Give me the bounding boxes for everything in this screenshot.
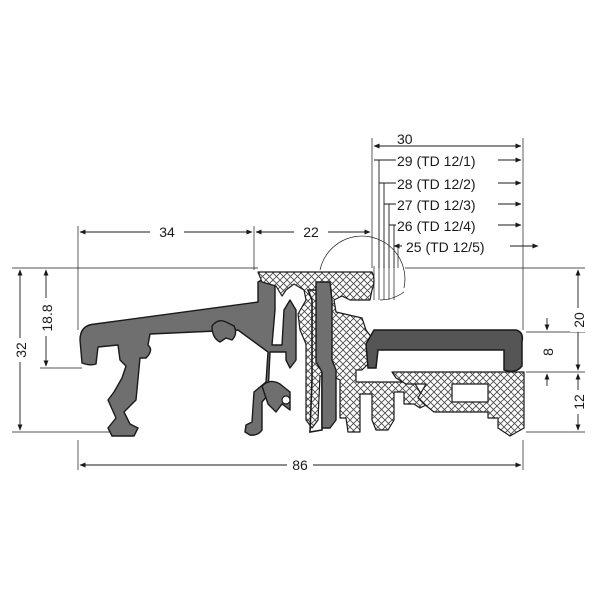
- cover-bar: [365, 329, 524, 373]
- dimension-labels: 34 22 30 29 (TD 12/1) 28 (TD 12/2) 27 (T…: [12, 131, 587, 474]
- dimension-30-label: 30: [397, 131, 413, 147]
- dimension-28-label: 28 (TD 12/2): [397, 176, 476, 192]
- dimension-18-8-label: 18.8: [39, 304, 55, 331]
- center-slim-profile: [315, 281, 337, 429]
- dimension-34-label: 34: [159, 224, 175, 240]
- detail-circle-arc: [319, 235, 406, 289]
- dimension-29-label: 29 (TD 12/1): [397, 153, 476, 169]
- center-web-profile: [261, 380, 291, 413]
- dimension-27-label: 27 (TD 12/3): [397, 197, 476, 213]
- detail-circle-arc-lower: [379, 291, 405, 301]
- dimension-25-label: 25 (TD 12/5): [406, 239, 485, 255]
- dimension-86-label: 86: [292, 457, 308, 473]
- left-frame-profile: [79, 278, 297, 437]
- dimension-12-label: 12: [571, 394, 587, 410]
- right-lower-gasket: [391, 371, 525, 437]
- dimension-26-label: 26 (TD 12/4): [397, 218, 476, 234]
- profile-body: [79, 235, 525, 437]
- left-clip-detail: [211, 319, 237, 343]
- center-small-circle: [281, 395, 291, 405]
- right-gasket-profile: [257, 271, 433, 433]
- dimension-32-label: 32: [13, 342, 29, 358]
- lower-gasket-slot: [451, 383, 489, 403]
- dimension-20-label: 20: [571, 312, 587, 328]
- dimension-22-label: 22: [303, 224, 319, 240]
- dimension-8-label: 8: [540, 348, 556, 356]
